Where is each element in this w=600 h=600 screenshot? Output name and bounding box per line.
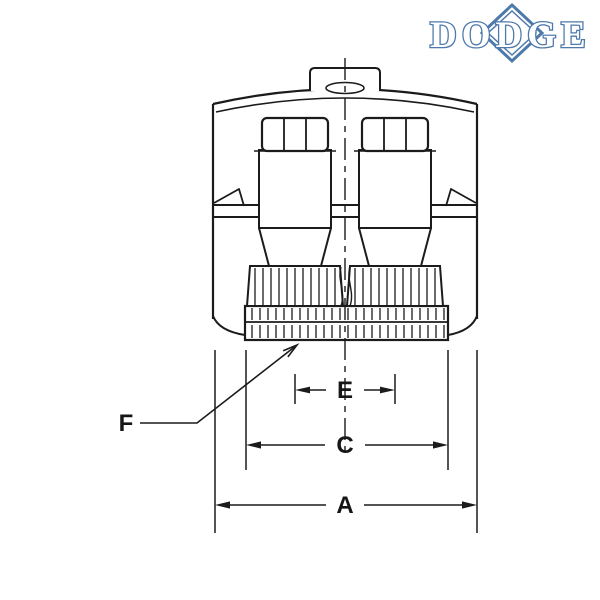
- dimension-e-arrow-right: [380, 386, 395, 394]
- split-lug-right: [445, 188, 477, 207]
- dimension-a-extension-lines: [214, 350, 478, 533]
- dimension-c-extension-lines: [245, 350, 449, 470]
- callout-f: F: [119, 343, 300, 437]
- base-rib-hatching-upper: [251, 308, 445, 320]
- housing-skirt-left: [212, 315, 246, 336]
- logo-wordmark: DODGE: [430, 15, 591, 56]
- callout-f-leader-line: [140, 344, 298, 424]
- dodge-logo: DODGE: [429, 2, 591, 64]
- dimension-a-arrow-left: [215, 501, 230, 509]
- dimension-c: C: [245, 350, 449, 470]
- dimension-label-c: C: [336, 432, 353, 459]
- bolt-right: [345, 116, 445, 308]
- housing-skirt-right: [447, 315, 478, 336]
- logo-diamond-outer: [479, 2, 545, 64]
- bolt-left: [245, 116, 345, 308]
- dimension-e-extension-lines: [294, 374, 396, 404]
- dimension-e-arrow-left: [295, 386, 310, 394]
- shaft-break: [339, 266, 353, 307]
- logo-diamond-inner: [486, 9, 538, 57]
- dimension-label-a: A: [336, 492, 353, 519]
- callout-f-arrowhead: [282, 343, 300, 358]
- dimension-c-arrow-right: [433, 441, 448, 449]
- dimension-label-e: E: [337, 377, 353, 404]
- base-rib-hatching-lower: [251, 325, 445, 338]
- split-lug-left: [213, 188, 245, 207]
- dimension-a: A: [214, 350, 478, 533]
- shaft-break-line: [339, 266, 344, 307]
- shaft-break-line: [348, 266, 353, 307]
- base-plate: [212, 304, 478, 342]
- dimension-e: E: [294, 374, 396, 404]
- dimension-c-arrow-left: [246, 441, 261, 449]
- dimension-a-arrow-right: [462, 501, 477, 509]
- dimension-label-f: F: [119, 410, 134, 437]
